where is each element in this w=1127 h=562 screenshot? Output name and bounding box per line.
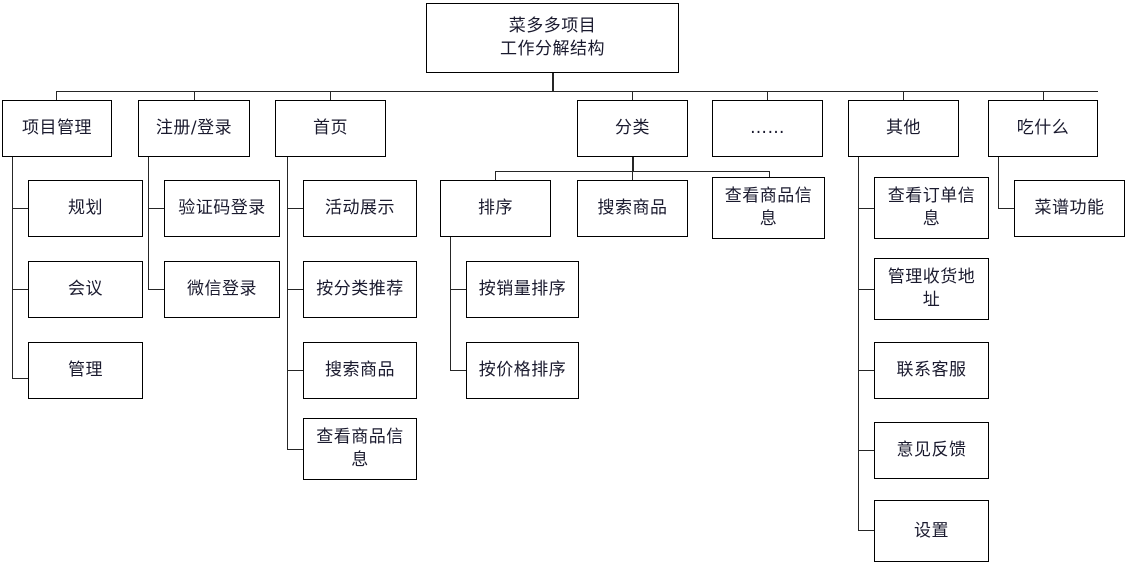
- connector-rail-pm: [12, 157, 13, 378]
- connector-branch-home-2: [287, 289, 303, 290]
- connector-branch-reg-2: [148, 289, 164, 290]
- connector-stem-cat: [632, 91, 633, 100]
- node-home-child-2: 按分类推荐: [303, 261, 417, 318]
- connector-branch-other-3: [858, 370, 874, 371]
- node-other: 其他: [848, 100, 959, 157]
- connector-branch-pm-1: [12, 208, 28, 209]
- node-ellipsis: ……: [712, 100, 823, 157]
- connector-rail-other: [858, 157, 859, 530]
- node-other-child-3: 联系客服: [874, 342, 989, 399]
- connector-branch-pm-3: [12, 378, 28, 379]
- node-root-line2: 工作分解结构: [500, 39, 605, 59]
- node-sort-child-1: 按销量排序: [466, 261, 579, 318]
- node-pm-child-2: 会议: [28, 261, 143, 318]
- node-home-child-3: 搜索商品: [303, 342, 417, 399]
- node-other-child-5: 设置: [874, 500, 989, 562]
- connector-stem-other: [903, 91, 904, 100]
- connector-branch-home-1: [287, 208, 303, 209]
- connector-branch-sort-1: [450, 289, 466, 290]
- node-pm-child-3: 管理: [28, 342, 143, 399]
- connector-root-stem: [552, 73, 554, 91]
- node-root-line1: 菜多多项目: [508, 16, 597, 37]
- connector-stem-ellipsis: [767, 91, 768, 100]
- node-other-child-4: 意见反馈: [874, 422, 989, 479]
- node-sort-child-2: 按价格排序: [466, 342, 579, 399]
- connector-branch-cat-2: [632, 171, 633, 180]
- node-root: 菜多多项目 工作分解结构: [426, 3, 679, 73]
- connector-branch-pm-2: [12, 289, 28, 290]
- connector-level1-bus: [56, 91, 1098, 92]
- node-home: 首页: [275, 100, 386, 157]
- connector-branch-cat-3: [769, 171, 770, 180]
- connector-stem-reg: [194, 91, 195, 100]
- node-cat-child-1: 排序: [440, 180, 551, 237]
- connector-stem-pm: [56, 91, 57, 100]
- connector-rail-home: [287, 157, 288, 449]
- connector-stem-cat-down: [632, 157, 634, 171]
- node-reg-child-1: 验证码登录: [164, 180, 280, 237]
- connector-rail-reg: [148, 157, 149, 289]
- node-cat-child-3: 查看商品信息: [712, 177, 825, 239]
- node-home-child-4: 查看商品信息: [303, 418, 417, 480]
- connector-rail-sort: [450, 237, 451, 370]
- node-eat: 吃什么: [988, 100, 1098, 157]
- connector-branch-home-3: [287, 370, 303, 371]
- connector-stem-eat: [1043, 91, 1044, 100]
- connector-branch-cat-1: [495, 171, 496, 180]
- connector-branch-other-1: [858, 208, 874, 209]
- connector-branch-reg-1: [148, 208, 164, 209]
- connector-branch-other-2: [858, 289, 874, 290]
- node-reg: 注册/登录: [138, 100, 250, 157]
- connector-branch-eat-1: [998, 208, 1014, 209]
- connector-branch-home-4: [287, 449, 303, 450]
- connector-stem-home: [330, 91, 331, 100]
- connector-branch-other-5: [858, 530, 874, 531]
- node-pm-child-1: 规划: [28, 180, 143, 237]
- node-eat-child-1: 菜谱功能: [1014, 180, 1125, 237]
- connector-rail-eat: [998, 157, 999, 209]
- node-pm: 项目管理: [2, 100, 112, 157]
- connector-branch-other-4: [858, 450, 874, 451]
- node-home-child-1: 活动展示: [303, 180, 417, 237]
- connector-branch-sort-2: [450, 370, 466, 371]
- node-other-child-2: 管理收货地址: [874, 258, 989, 320]
- node-other-child-1: 查看订单信息: [874, 177, 989, 239]
- node-cat: 分类: [577, 100, 688, 157]
- node-reg-child-2: 微信登录: [164, 261, 280, 318]
- node-cat-child-2: 搜索商品: [577, 180, 688, 237]
